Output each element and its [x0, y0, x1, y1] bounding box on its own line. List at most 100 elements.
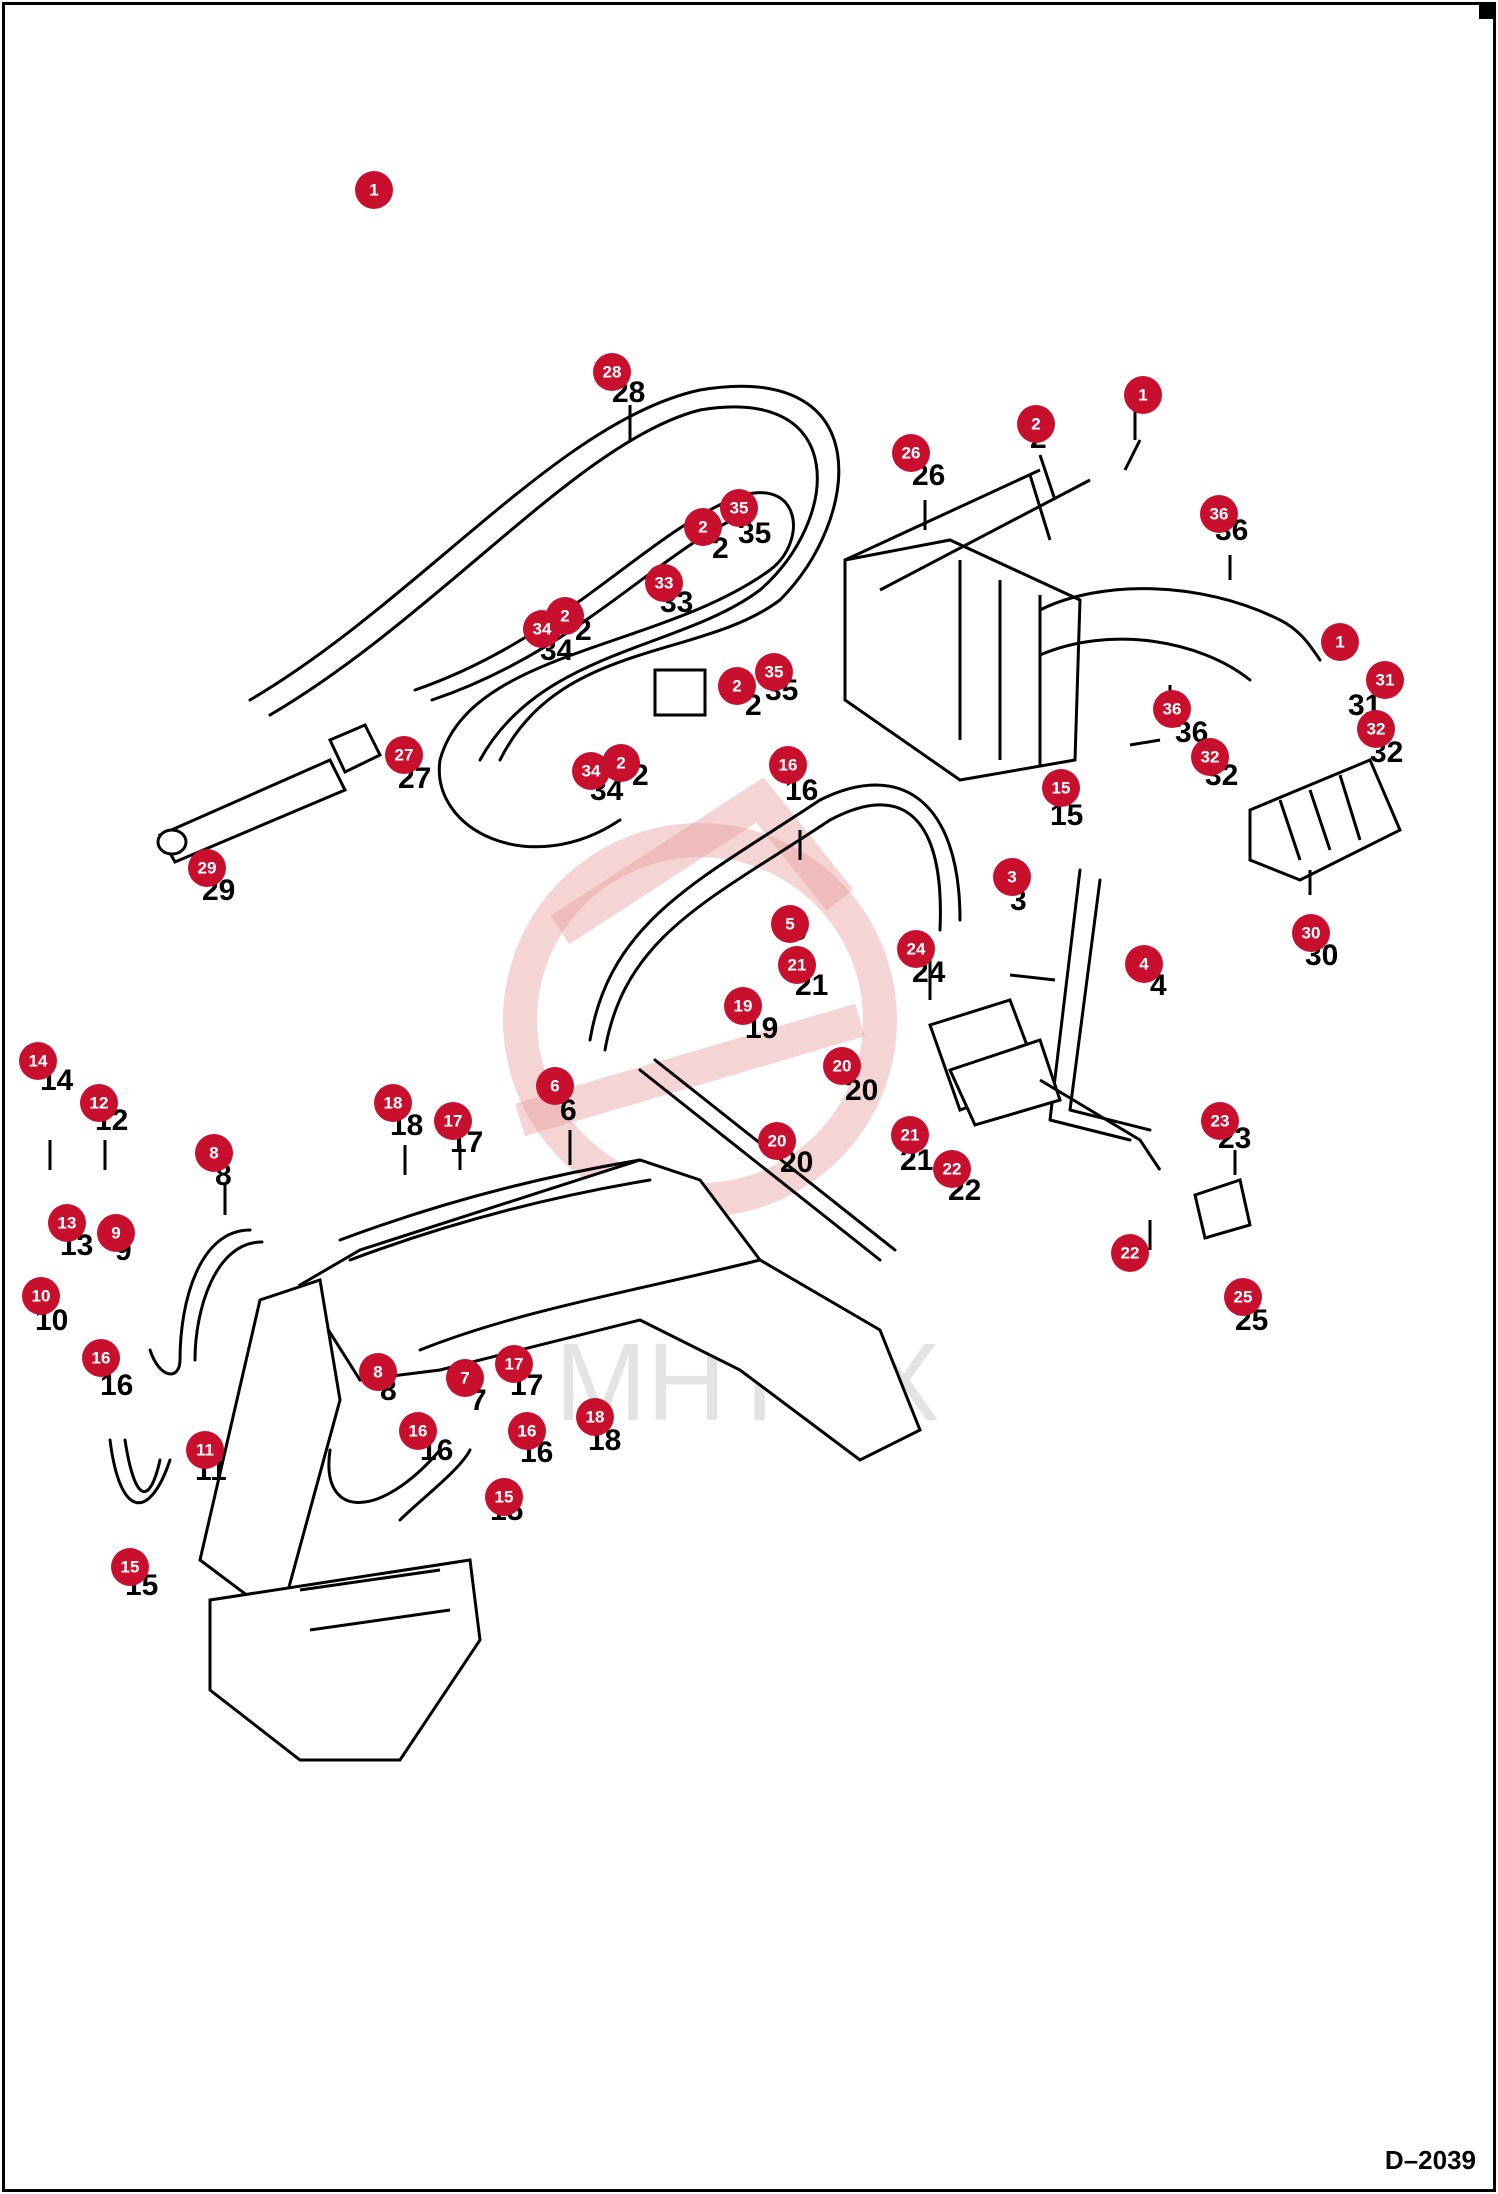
callout-number: 2: [616, 754, 625, 773]
callout-circle: [769, 746, 807, 784]
callout-8: 8: [195, 1134, 233, 1172]
callout-circle: [1366, 661, 1404, 699]
hoses-3-4: [1048, 868, 1152, 1142]
callout-circle: [523, 610, 561, 648]
callout-number: 11: [196, 1441, 214, 1460]
callout-number: 34: [582, 762, 601, 781]
callout-13: 13: [48, 1204, 86, 1242]
callout-2: 2: [718, 667, 756, 705]
callout-33: 33: [645, 564, 683, 602]
callout-35: 35: [755, 653, 793, 691]
callout-1: 1: [1124, 376, 1162, 414]
callout-number: 35: [765, 663, 784, 682]
callout-11: 11: [186, 1431, 224, 1469]
control-valve: [843, 468, 1091, 782]
callout-number: 8: [373, 1363, 382, 1382]
callout-number: 30: [1302, 924, 1321, 943]
callout-number: 27: [395, 746, 414, 765]
callout-number: 21: [901, 1126, 920, 1145]
callout-8: 8: [359, 1353, 397, 1391]
callout-circle: [1201, 1102, 1239, 1140]
callout-3: 3: [993, 858, 1031, 896]
callout-7: 7: [446, 1359, 484, 1397]
callout-number: 8: [209, 1144, 218, 1163]
manifold-22: [928, 998, 1162, 1171]
corner-mark: [1479, 5, 1493, 19]
callout-30: 30: [1292, 914, 1330, 952]
callout-circle: [1153, 690, 1191, 728]
callout-number: 28: [603, 363, 622, 382]
callout-9: 9: [97, 1214, 135, 1252]
callout-circle: [80, 1084, 118, 1122]
callout-32: 32: [1357, 710, 1395, 748]
callout-circle: [1111, 1234, 1149, 1272]
callout-circle: [576, 1398, 614, 1436]
callout-1: 1: [1321, 623, 1359, 661]
callout-number: 2: [1031, 415, 1040, 434]
valve-block-33: [653, 668, 707, 717]
callout-number: 36: [1163, 700, 1182, 719]
callout-number: 9: [111, 1224, 120, 1243]
callout-circle: [359, 1353, 397, 1391]
callout-16: 16: [399, 1412, 437, 1450]
callout-18: 18: [576, 1398, 614, 1436]
callout-circle: [1042, 769, 1080, 807]
callout-15: 15: [111, 1548, 149, 1586]
callout-2: 2: [1017, 405, 1055, 443]
callout-number: 2: [560, 607, 569, 626]
callout-number: 22: [943, 1160, 962, 1179]
callout-circle: [399, 1412, 437, 1450]
callout-circle: [1292, 914, 1330, 952]
callout-circle: [536, 1067, 574, 1105]
callout-circle: [718, 667, 756, 705]
callout-number: 7: [460, 1369, 469, 1388]
callout-31: 31: [1366, 661, 1404, 699]
callout-number: 32: [1367, 720, 1386, 739]
callout-circle: [1224, 1278, 1262, 1316]
callout-18: 18: [374, 1084, 412, 1122]
callout-circle: [778, 946, 816, 984]
callout-28: 28: [593, 353, 631, 391]
callout-15: 15: [1042, 769, 1080, 807]
hoses-6: [338, 1158, 762, 1352]
callout-number: 2: [732, 677, 741, 696]
callout-circle: [645, 564, 683, 602]
cylinder-29: [156, 723, 383, 864]
callout-6: 6: [536, 1067, 574, 1105]
callout-26: 26: [892, 434, 930, 472]
callout-25: 25: [1224, 1278, 1262, 1316]
callout-circle: [755, 653, 793, 691]
callout-circle: [195, 1134, 233, 1172]
callout-number: 31: [1376, 671, 1395, 690]
callout-35: 35: [720, 489, 758, 527]
callout-number: 21: [788, 956, 807, 975]
callout-circle: [1321, 623, 1359, 661]
callout-number: 2: [698, 518, 707, 537]
drawing-number: D–2039: [1384, 2145, 1476, 2175]
callout-number: 14: [29, 1052, 48, 1071]
callout-circle: [19, 1042, 57, 1080]
hoses-36: [1038, 587, 1322, 682]
callout-23: 23: [1201, 1102, 1239, 1140]
callout-number: 15: [121, 1558, 140, 1577]
callout-36: 36: [1153, 690, 1191, 728]
callout-circle: [1200, 495, 1238, 533]
callout-number: 3: [1007, 868, 1016, 887]
callout-number: 15: [1052, 779, 1071, 798]
callout-circle: [593, 353, 631, 391]
callout-circle: [771, 905, 809, 943]
callout-number: 22: [1121, 1244, 1140, 1263]
callout-circle: [897, 930, 935, 968]
callout-10: 10: [22, 1277, 60, 1315]
callout-number: 10: [32, 1287, 51, 1306]
callout-number: 29: [198, 859, 217, 878]
bracket-23: [1193, 1178, 1252, 1240]
callout-number: 16: [409, 1422, 428, 1441]
callout-circle: [111, 1548, 149, 1586]
callout-number: 36: [1210, 505, 1229, 524]
callout-circle: [1191, 738, 1229, 776]
callout-number: 6: [550, 1077, 559, 1096]
callout-number: 1: [369, 181, 378, 200]
callout-circle: [684, 508, 722, 546]
